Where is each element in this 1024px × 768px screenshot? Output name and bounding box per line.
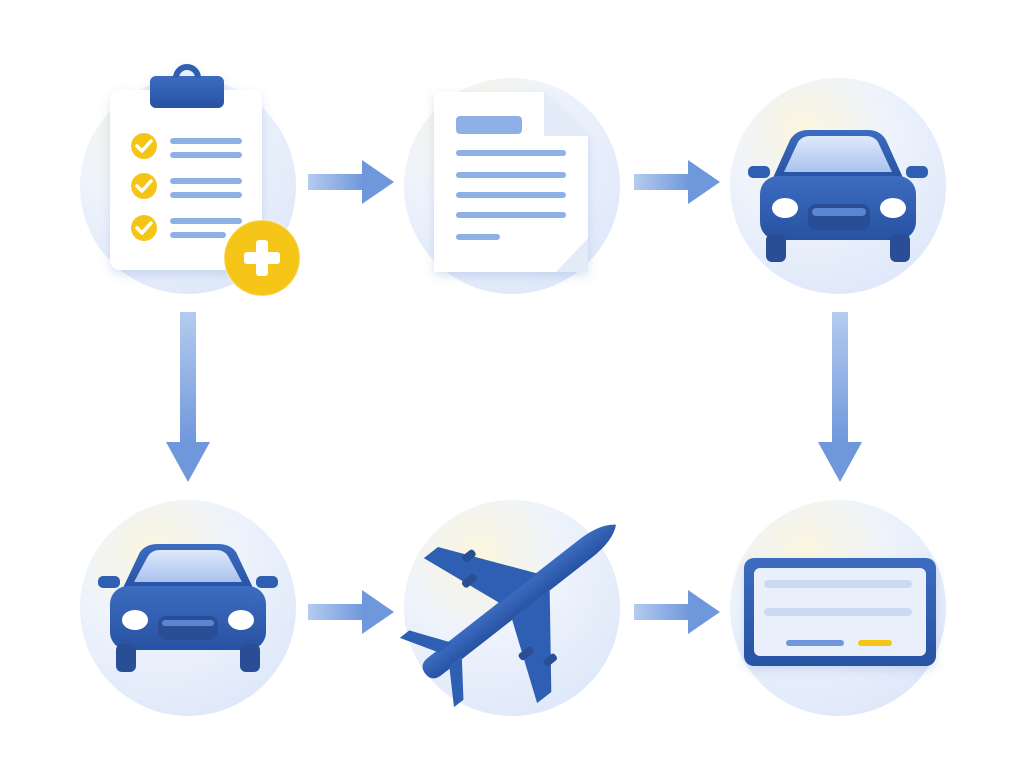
- flow-arrows: [166, 160, 862, 634]
- arrow-down-left: [166, 312, 210, 482]
- arrow-right-2: [634, 160, 720, 204]
- checklist-item: [131, 133, 242, 159]
- screen-card-icon: [744, 558, 936, 666]
- car-icon: [98, 544, 278, 672]
- clipboard-checklist-icon: [110, 64, 262, 270]
- arrow-down-right: [818, 312, 862, 482]
- arrow-right-4: [634, 590, 720, 634]
- airplane-icon: [399, 524, 617, 708]
- document-icon: [434, 92, 588, 272]
- arrow-right-3: [308, 590, 394, 634]
- checklist-item: [131, 173, 242, 199]
- arrow-right-1: [308, 160, 394, 204]
- plus-badge-icon: [223, 219, 301, 297]
- checklist-item: [131, 215, 242, 241]
- car-icon: [748, 130, 928, 262]
